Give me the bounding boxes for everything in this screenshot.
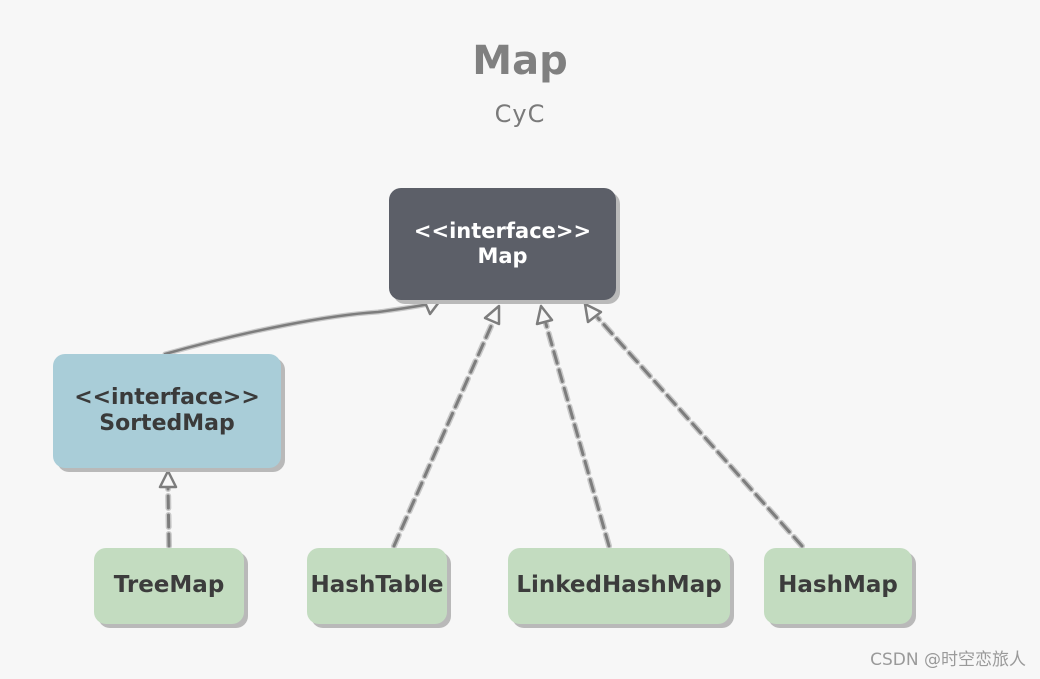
edge-linkedhashmap-to-map [543, 321, 612, 549]
map-stereotype: <<interface>> [413, 218, 592, 243]
arrowhead-treemap-sortedmap [158, 469, 178, 489]
hashmap-class-node: HashMap [764, 548, 912, 624]
treemap-class-node: TreeMap [94, 548, 244, 624]
edge-sortedmap-to-map [162, 300, 437, 357]
map-name: Map [477, 244, 528, 268]
sortedmap-name: SortedMap [99, 411, 235, 436]
linkedhashmap-name: LinkedHashMap [516, 572, 722, 599]
edge-treemap-to-sortedmap [165, 484, 172, 549]
sortedmap-stereotype: <<interface>> [74, 384, 260, 410]
arrowhead-sortedmap-map [422, 296, 444, 316]
arrowhead-linkedhashmap-map [535, 304, 554, 326]
hashtable-name: HashTable [310, 572, 444, 599]
arrowhead-hashtable-map [483, 304, 501, 326]
watermark: CSDN @时空恋旅人 [870, 650, 1026, 670]
treemap-name: TreeMap [113, 572, 225, 599]
hashtable-class-node: HashTable [307, 548, 447, 624]
linkedhashmap-class-node: LinkedHashMap [508, 548, 730, 624]
diagram-title: Map [472, 38, 568, 84]
map-interface-node: <<interface>> Map [389, 188, 616, 300]
arrowhead-hashmap-map [583, 302, 603, 324]
sortedmap-interface-node: <<interface>> SortedMap [53, 354, 281, 468]
edge-hashmap-to-map [595, 315, 805, 549]
hashmap-name: HashMap [778, 572, 898, 599]
edge-hashtable-to-map [391, 321, 495, 549]
diagram-subtitle: CyC [494, 100, 546, 128]
